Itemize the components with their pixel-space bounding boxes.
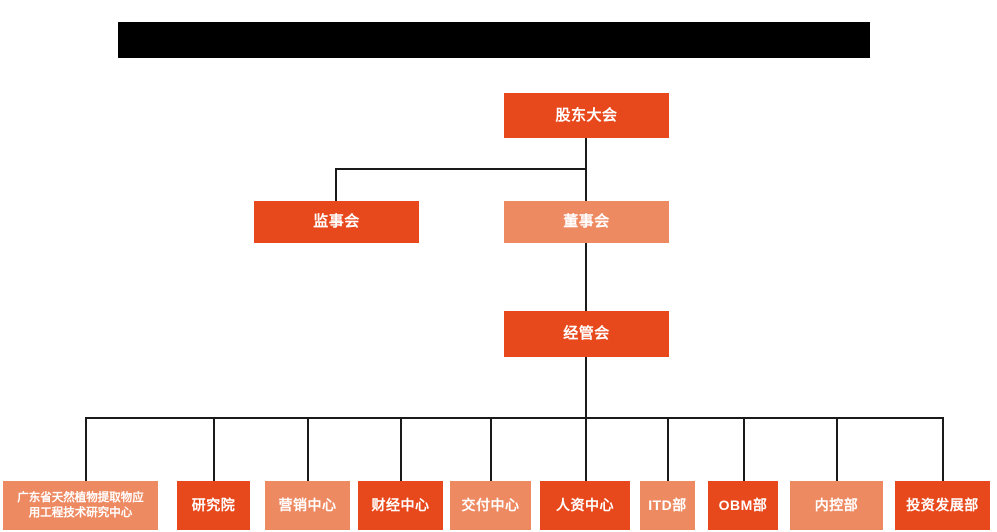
node-delivery-center[interactable]: 交付中心 [450, 481, 531, 530]
connector-supervisors-down [335, 168, 337, 201]
node-internal-control-department[interactable]: 内控部 [790, 481, 883, 530]
connector-drop-marketing-center [307, 417, 309, 481]
node-label-line1: 广东省天然植物提取物应 [17, 491, 144, 504]
node-finance-center[interactable]: 财经中心 [358, 481, 443, 530]
connector-drop-hr-center [585, 417, 587, 481]
redacted-title-bar [118, 22, 870, 58]
node-investment-development-department[interactable]: 投资发展部 [895, 481, 990, 530]
connector-directors-to-management [585, 243, 587, 311]
connector-drop-obm-department [743, 417, 745, 481]
connector-drop-gd-natural-plant-extract-center [85, 417, 87, 481]
node-shareholders-meeting[interactable]: 股东大会 [504, 93, 669, 138]
connector-drop-finance-center [400, 417, 402, 481]
node-hr-center[interactable]: 人资中心 [540, 481, 630, 530]
connector-drop-delivery-center [490, 417, 492, 481]
connector-level2-horizontal [335, 168, 587, 170]
connector-drop-internal-control-department [836, 417, 838, 481]
node-marketing-center[interactable]: 营销中心 [265, 481, 350, 530]
node-obm-department[interactable]: OBM部 [708, 481, 778, 530]
connector-directors-down [585, 168, 587, 201]
node-management-committee[interactable]: 经管会 [504, 311, 669, 357]
connector-management-to-bus [585, 357, 587, 418]
node-research-institute[interactable]: 研究院 [177, 481, 250, 530]
node-gd-natural-plant-extract-center[interactable]: 广东省天然植物提取物应 用工程技术研究中心 [3, 481, 158, 530]
node-board-of-supervisors[interactable]: 监事会 [254, 201, 419, 243]
connector-drop-investment-development-department [942, 417, 944, 481]
connector-department-bus [85, 417, 943, 419]
node-itd-department[interactable]: ITD部 [640, 481, 695, 530]
connector-drop-research-institute [213, 417, 215, 481]
node-label-line2: 用工程技术研究中心 [28, 506, 133, 519]
connector-drop-itd-department [667, 417, 669, 481]
connector-shareholders-down [585, 138, 587, 170]
node-board-of-directors[interactable]: 董事会 [504, 201, 669, 243]
